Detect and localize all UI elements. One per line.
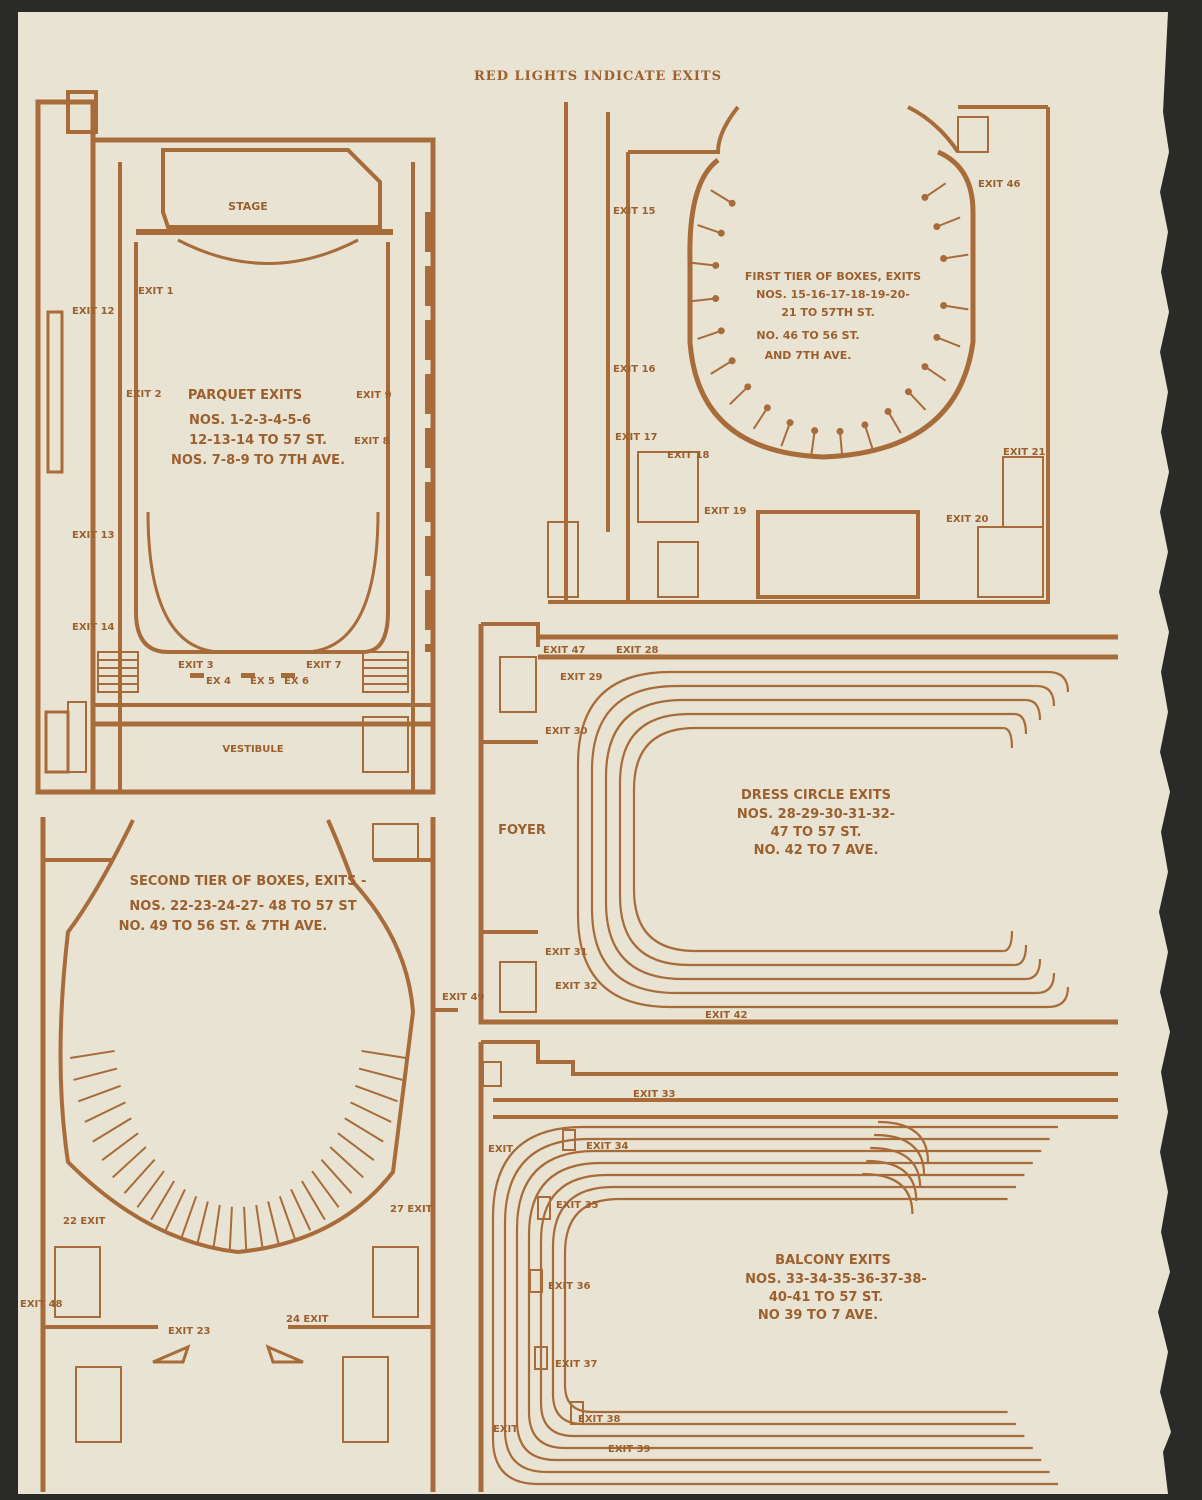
foyer-label: FOYER [498,823,546,838]
exit-4: EX 4 [206,676,231,687]
torn-edge [1158,12,1178,1494]
exit-48: EXIT 48 [20,1299,63,1310]
exit-27: 27 EXIT [390,1204,433,1215]
dress-circle-line1: NOS. 28-29-30-31-32- [737,807,895,822]
exit-30: EXIT 30 [545,726,588,737]
exit-19: EXIT 19 [704,506,747,517]
exit-16: EXIT 16 [613,364,656,375]
balcony-plan: BALCONY EXITS NOS. 33-34-35-36-37-38- 40… [478,1040,1118,1492]
exit-47: EXIT 47 [543,645,586,656]
parquet-plan: STAGE VESTIBULE PARQUET EXITS NOS. 1-2-3… [35,90,436,795]
exit-31: EXIT 31 [545,947,588,958]
vestibule-label: VESTIBULE [222,744,283,755]
parquet-title: PARQUET EXITS [188,388,302,403]
exit-20: EXIT 20 [946,514,989,525]
exit-38: EXIT 38 [578,1414,621,1425]
exit-3: EXIT 3 [178,660,214,671]
program-page: RED LIGHTS INDICATE EXITS STAGE VESTIBUL… [18,12,1178,1494]
stage-label: STAGE [228,200,268,213]
dress-circle-title: DRESS CIRCLE EXITS [741,788,891,803]
exit-7: EXIT 7 [306,660,342,671]
exit-24: 24 EXIT [286,1314,329,1325]
exit-9: EXIT 9 [356,390,392,401]
exit-46: EXIT 46 [978,179,1021,190]
dress-circle-plan: FOYER DRESS CIRCLE EXITS NOS. 28-29-30-3… [478,622,1118,1025]
exit-8: EXIT 8 [354,436,390,447]
balcony-line3: NO 39 TO 7 AVE. [758,1308,878,1323]
second-tier-line1: NOS. 22-23-24-27- 48 TO 57 ST [129,899,356,914]
exit-13: EXIT 13 [72,530,115,541]
first-tier-line4: AND 7TH AVE. [765,349,852,362]
exit-23: EXIT 23 [168,1326,211,1337]
exit-6: EX 6 [284,676,309,687]
first-tier-title: FIRST TIER OF BOXES, EXITS [745,270,921,283]
exit-17: EXIT 17 [615,432,658,443]
exit-49: EXIT 49 [442,992,485,1003]
second-tier-plan: SECOND TIER OF BOXES, EXITS - NOS. 22-23… [20,817,485,1492]
exit-18: EXIT 18 [667,450,710,461]
balcony-line1: NOS. 33-34-35-36-37-38- [745,1272,927,1287]
first-tier-plan: FIRST TIER OF BOXES, EXITS NOS. 15-16-17… [547,102,1050,604]
parquet-line3: NOS. 7-8-9 TO 7TH AVE. [171,453,345,468]
dress-circle-line2: 47 TO 57 ST. [771,825,862,840]
parquet-line2: 12-13-14 TO 57 ST. [189,433,327,448]
exit-upper-left: EXIT [488,1144,513,1155]
exit-12: EXIT 12 [72,306,115,317]
exit-22: 22 EXIT [63,1216,106,1227]
first-tier-line3: NO. 46 TO 56 ST. [756,329,859,342]
exit-35: EXIT 35 [556,1200,599,1211]
exit-39: EXIT 39 [608,1444,651,1455]
exit-34: EXIT 34 [586,1141,629,1152]
exit-15: EXIT 15 [613,206,656,217]
exit-2: EXIT 2 [126,389,162,400]
exit-37: EXIT 37 [555,1359,598,1370]
second-tier-line2: NO. 49 TO 56 ST. & 7TH AVE. [119,919,328,934]
floor-plan-drawing: RED LIGHTS INDICATE EXITS STAGE VESTIBUL… [20,12,1178,1494]
exit-42: EXIT 42 [705,1010,748,1021]
first-tier-line2: 21 TO 57TH ST. [781,306,875,319]
exit-lower-left: EXIT [493,1424,518,1435]
dress-circle-line3: NO. 42 TO 7 AVE. [754,843,879,858]
balcony-line2: 40-41 TO 57 ST. [769,1290,883,1305]
exit-29: EXIT 29 [560,672,603,683]
exit-32: EXIT 32 [555,981,598,992]
page-header: RED LIGHTS INDICATE EXITS [474,69,722,84]
exit-36: EXIT 36 [548,1281,591,1292]
parquet-line1: NOS. 1-2-3-4-5-6 [189,413,311,428]
exit-21: EXIT 21 [1003,447,1046,458]
exit-1: EXIT 1 [138,286,174,297]
exit-5: EX 5 [250,676,275,687]
second-tier-title: SECOND TIER OF BOXES, EXITS - [130,874,367,889]
exit-28: EXIT 28 [616,645,659,656]
exit-33: EXIT 33 [633,1089,676,1100]
exit-14: EXIT 14 [72,622,115,633]
balcony-title: BALCONY EXITS [775,1253,891,1268]
first-tier-line1: NOS. 15-16-17-18-19-20- [756,288,910,301]
